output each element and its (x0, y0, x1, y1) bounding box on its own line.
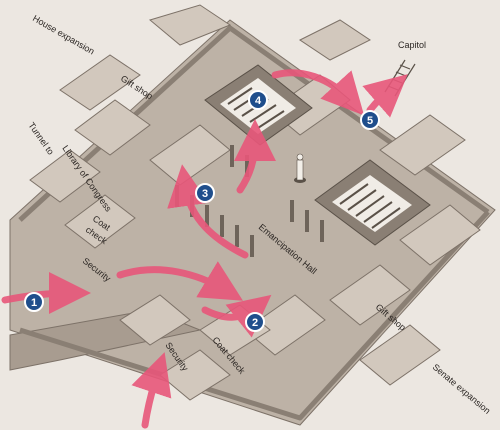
label-tunnel-line1: Tunnel to (26, 120, 56, 156)
route-marker-2: 2 (245, 312, 265, 332)
route-marker-1-number: 1 (31, 297, 37, 309)
route-segment-capitol (362, 74, 408, 118)
circle-number-marker-icon (360, 110, 380, 130)
route-marker-4-number: 4 (255, 95, 262, 107)
circle-number-marker-icon (24, 292, 44, 312)
route-segment-north-theater (233, 119, 276, 194)
route-segment-upper (271, 69, 365, 116)
route-segment-ramp (167, 164, 249, 259)
label-house-expansion: House expansion (31, 13, 96, 56)
route-marker-4: 4 (248, 90, 268, 110)
circle-number-marker-icon (245, 312, 265, 332)
interior-walls (29, 4, 481, 401)
route-marker-3: 3 (195, 183, 215, 203)
circle-number-marker-icon (248, 90, 268, 110)
route-marker-2-number: 2 (252, 317, 258, 329)
south-theater (314, 159, 431, 246)
label-capitol: Capitol (398, 40, 426, 50)
route-marker-5: 5 (360, 110, 380, 130)
statue-icon (294, 153, 306, 183)
route-segment-hall (116, 261, 244, 301)
circle-number-marker-icon (195, 183, 215, 203)
route-marker-3-number: 3 (202, 188, 208, 200)
route-marker-1: 1 (24, 292, 44, 312)
route-marker-5-number: 5 (367, 115, 373, 127)
label-senate-expansion: Senate expansion (431, 362, 493, 416)
route-segment-south-theater (201, 294, 272, 338)
route-segment-bottom-entry (131, 352, 172, 429)
